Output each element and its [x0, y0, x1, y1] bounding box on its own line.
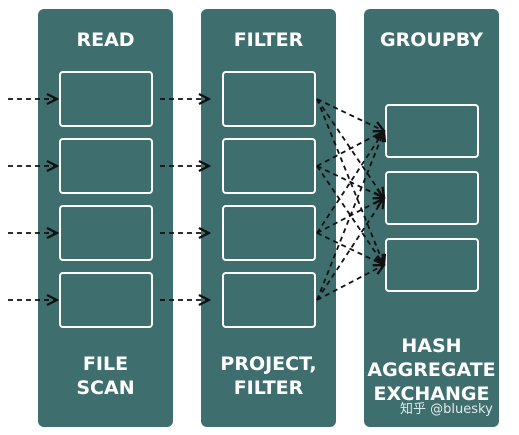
shuffle-arrow-4-1	[316, 131, 384, 301]
stage-read-panel: READ FILE SCAN	[38, 9, 173, 427]
filter-task-2	[222, 138, 316, 194]
watermark-text: 知乎 @bluesky	[400, 402, 493, 417]
read-task-2	[59, 138, 153, 194]
shuffle-arrow-3-1	[316, 131, 384, 234]
shuffle-arrow-2-1	[316, 131, 384, 167]
filter-task-4	[222, 272, 316, 328]
shuffle-arrow-1-1	[316, 98, 384, 131]
stage-groupby-panel: GROUPBY HASH AGGREGATE EXCHANGE	[364, 9, 499, 427]
read-task-1	[59, 71, 153, 127]
shuffle-arrow-4-3	[316, 265, 384, 301]
stage-groupby-title: GROUPBY	[380, 29, 483, 51]
stage-read-footer: FILE SCAN	[76, 353, 135, 399]
stage-filter-panel: FILTER PROJECT, FILTER	[201, 9, 336, 427]
stage-filter-footer: PROJECT, FILTER	[220, 353, 317, 399]
shuffle-arrow-4-2	[316, 198, 384, 301]
read-task-4	[59, 272, 153, 328]
shuffle-arrow-1-3	[316, 98, 384, 265]
read-task-3	[59, 205, 153, 261]
shuffle-arrow-2-3	[316, 165, 384, 265]
shuffle-arrow-1-2	[316, 98, 384, 198]
filter-task-1	[222, 71, 316, 127]
stage-filter-title: FILTER	[233, 29, 304, 51]
stage-groupby-footer: HASH AGGREGATE EXCHANGE	[367, 335, 496, 405]
shuffle-arrow-3-3	[316, 232, 384, 265]
filter-task-3	[222, 205, 316, 261]
stage-read-title: READ	[76, 29, 135, 51]
shuffle-arrow-2-2	[316, 165, 384, 198]
